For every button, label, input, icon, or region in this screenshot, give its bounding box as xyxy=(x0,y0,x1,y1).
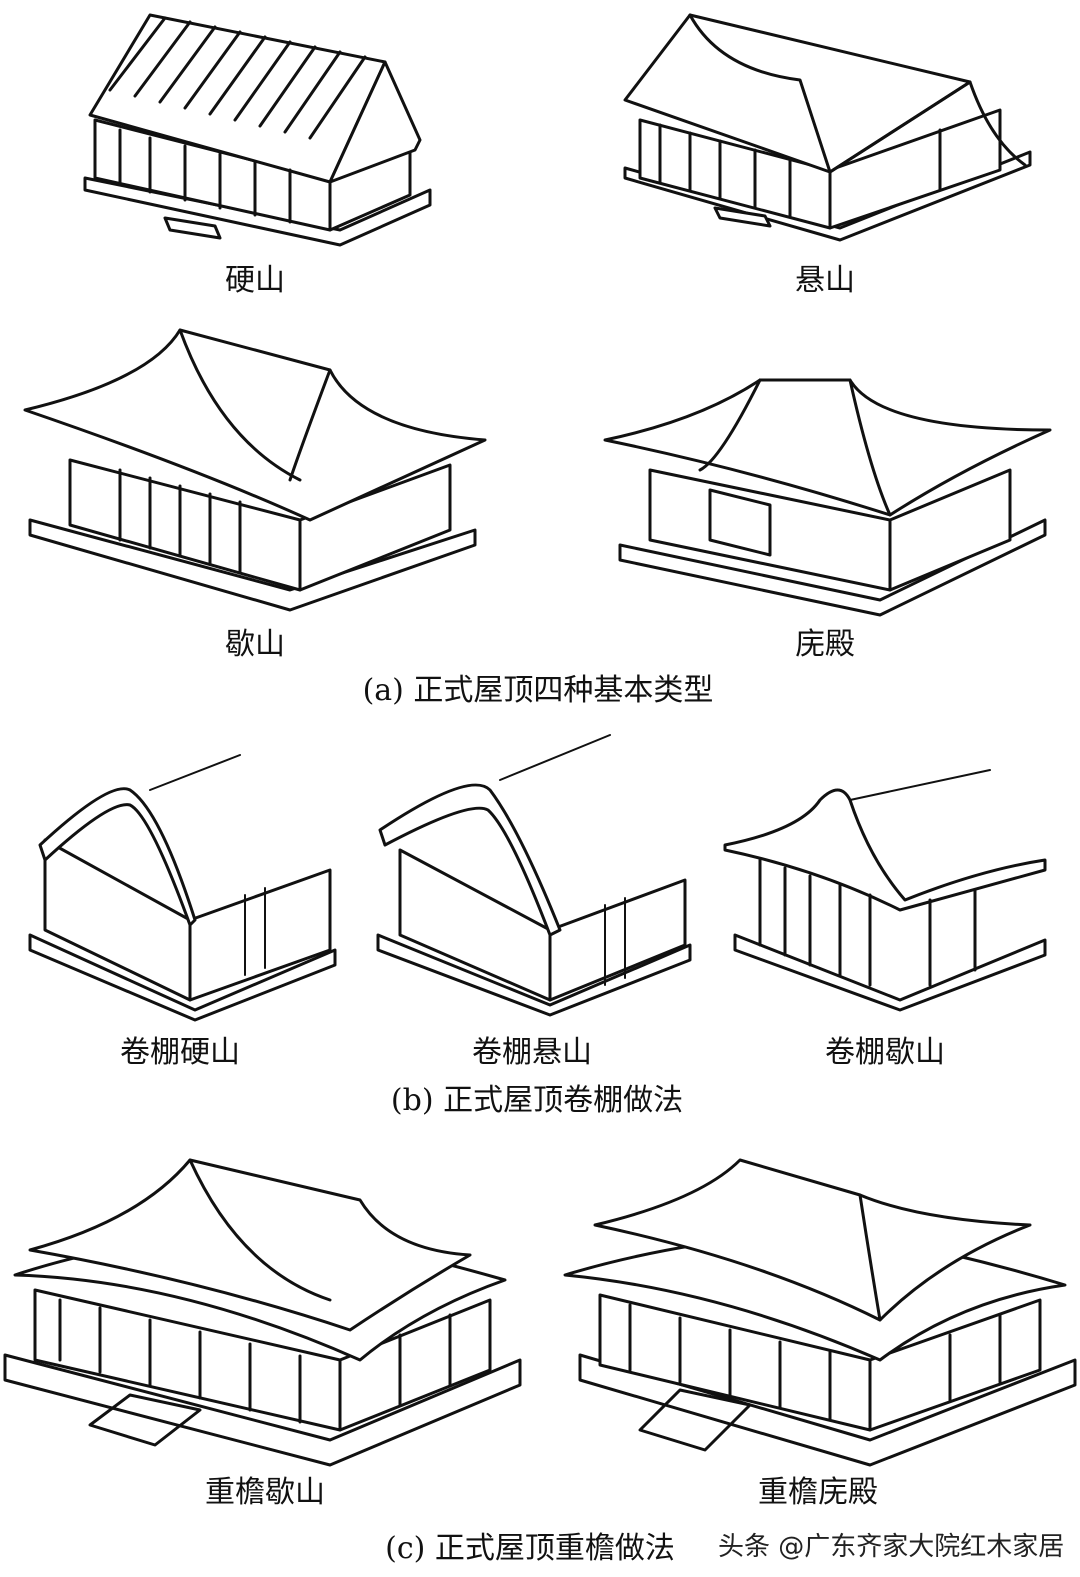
watermark: 头条 @广东齐家大院红木家居 xyxy=(718,1532,1065,1562)
label-chongyan-xieshan: 重檐歇山 xyxy=(205,1475,325,1510)
illustration-juanpeng-xieshan xyxy=(723,769,1047,1012)
illustration-wudian xyxy=(603,378,1052,617)
illustration-chongyan-xieshan xyxy=(3,1158,522,1467)
caption-a: (a) 正式屋顶四种基本类型 xyxy=(362,673,714,708)
label-xieshan: 歇山 xyxy=(225,627,285,662)
caption-c: (c) 正式屋顶重檐做法 xyxy=(385,1531,675,1566)
illustration-juanpeng-yingshan xyxy=(28,754,337,1022)
illustration-yingshan xyxy=(83,13,432,247)
label-yingshan: 硬山 xyxy=(225,263,285,298)
label-juanpeng-xieshan: 卷棚歇山 xyxy=(825,1035,945,1070)
illustration-chongyan-wudian xyxy=(563,1158,1077,1467)
label-xuanshan: 悬山 xyxy=(795,263,855,298)
label-juanpeng-yingshan: 卷棚硬山 xyxy=(120,1035,240,1070)
illustration-xieshan xyxy=(23,328,487,612)
label-juanpeng-xuanshan: 卷棚悬山 xyxy=(472,1035,592,1070)
illustration-juanpeng-xuanshan xyxy=(376,734,692,1017)
label-wudian: 庑殿 xyxy=(795,627,855,662)
label-chongyan-wudian: 重檐庑殿 xyxy=(758,1475,878,1510)
illustration-xuanshan xyxy=(623,13,1032,242)
caption-b: (b) 正式屋顶卷棚做法 xyxy=(390,1083,684,1118)
